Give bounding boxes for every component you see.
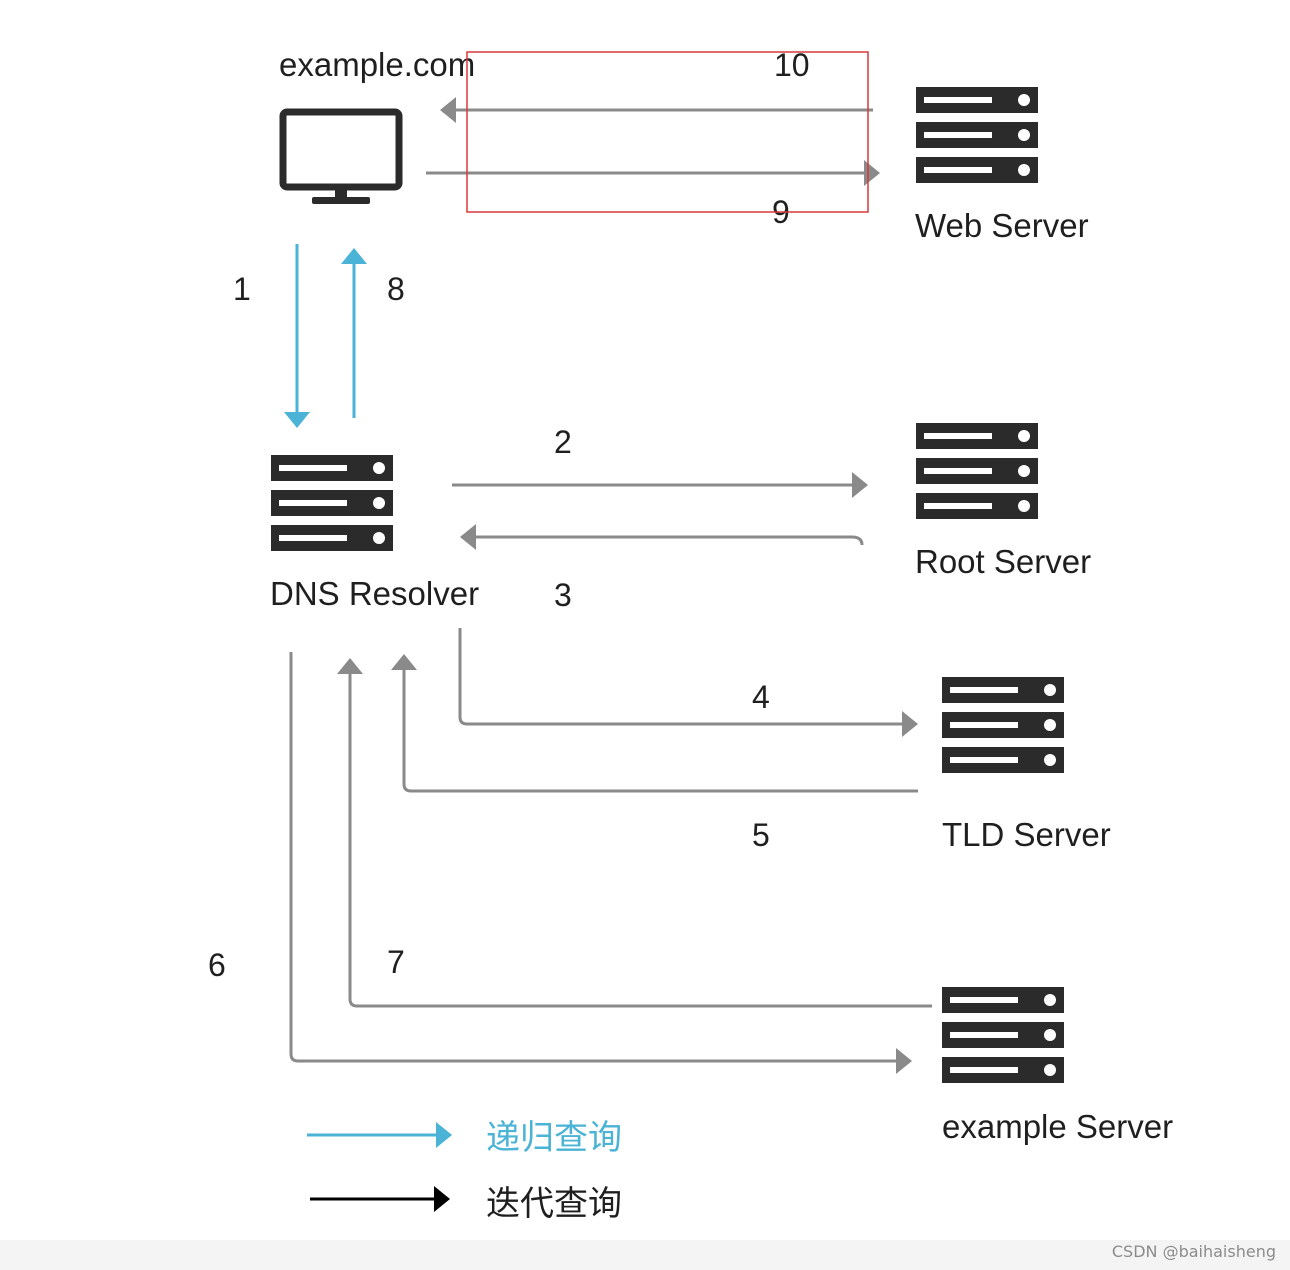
highlight-box bbox=[466, 51, 869, 213]
legend-recursive: 递归查询 bbox=[307, 1118, 622, 1158]
client-label: example.com bbox=[279, 46, 475, 83]
step-label-8: 8 bbox=[387, 271, 405, 307]
example-server-icon bbox=[942, 987, 1064, 1083]
footer-band bbox=[0, 1240, 1290, 1270]
root-server-label: Root Server bbox=[915, 543, 1091, 580]
step-label-4: 4 bbox=[752, 679, 770, 715]
step-label-6: 6 bbox=[208, 947, 226, 983]
step-label-1: 1 bbox=[233, 271, 251, 307]
arrow-step-9 bbox=[426, 160, 880, 186]
web-server-icon bbox=[916, 87, 1038, 183]
arrow-step-2 bbox=[452, 472, 868, 498]
legend-iterative: 迭代查询 bbox=[310, 1184, 622, 1224]
watermark-text: CSDN @baihaisheng bbox=[1111, 1242, 1276, 1261]
legend-iterative-label: 迭代查询 bbox=[486, 1184, 622, 1224]
arrow-step-4 bbox=[458, 628, 918, 737]
arrow-step-5 bbox=[391, 654, 918, 793]
dns-resolver-label: DNS Resolver bbox=[270, 575, 479, 612]
arrow-step-10 bbox=[440, 97, 873, 123]
legend-recursive-label: 递归查询 bbox=[486, 1118, 622, 1158]
arrow-step-8 bbox=[341, 248, 367, 418]
monitor-icon bbox=[279, 108, 403, 204]
step-label-2: 2 bbox=[554, 424, 572, 460]
step-label-10: 10 bbox=[774, 47, 810, 83]
example-server-label: example Server bbox=[942, 1108, 1173, 1145]
arrow-step-3 bbox=[460, 524, 864, 550]
dns-resolver-icon bbox=[271, 455, 393, 551]
web-server-label: Web Server bbox=[915, 207, 1089, 244]
step-label-5: 5 bbox=[752, 817, 770, 853]
arrow-step-7 bbox=[337, 658, 932, 1008]
tld-server-icon bbox=[942, 677, 1064, 773]
arrow-step-6 bbox=[289, 652, 912, 1074]
step-label-7: 7 bbox=[387, 944, 405, 980]
step-label-3: 3 bbox=[554, 577, 572, 613]
tld-server-label: TLD Server bbox=[942, 816, 1111, 853]
root-server-icon bbox=[916, 423, 1038, 519]
arrow-step-1 bbox=[284, 244, 310, 428]
